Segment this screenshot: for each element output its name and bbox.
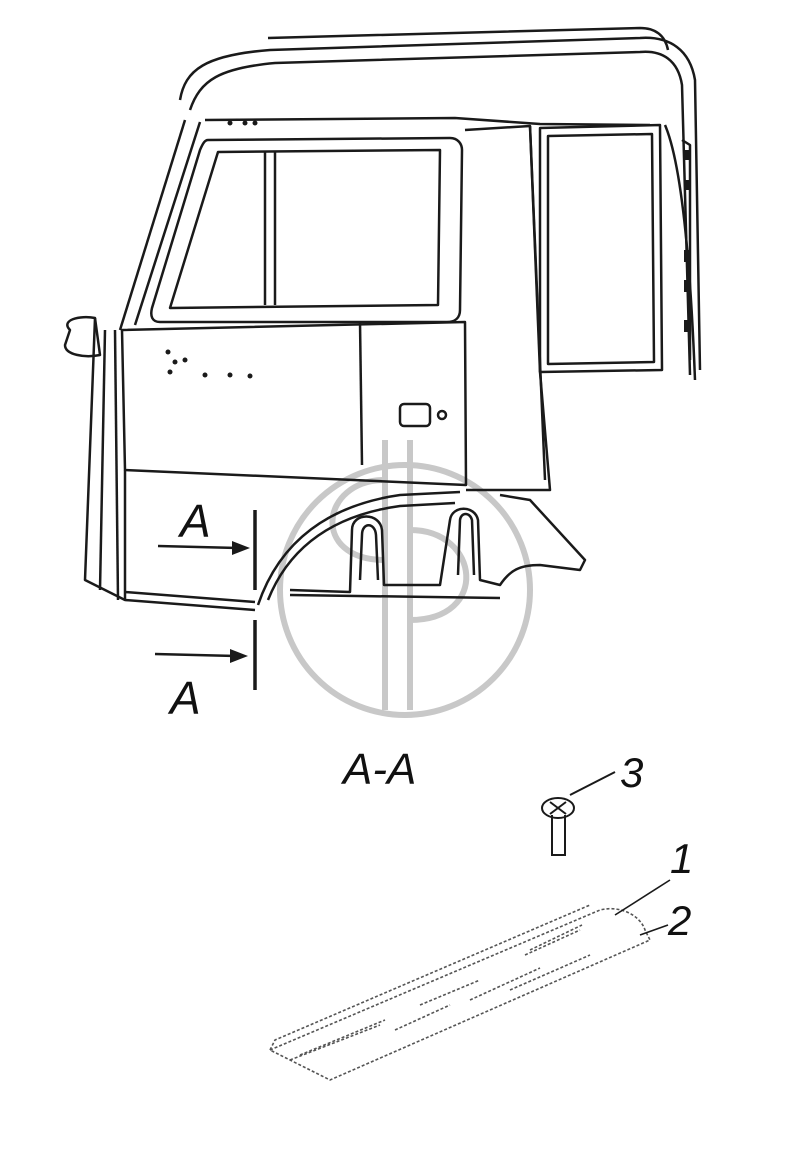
section-marker-label-top: A: [180, 495, 211, 547]
section-marker-label-bottom: A: [170, 672, 201, 724]
section-marker-arrows: [154, 510, 257, 690]
callout-3: 3: [620, 749, 644, 796]
callout-1: 1: [670, 835, 694, 882]
watermark-logo: [277, 440, 533, 718]
bolt-part: [541, 771, 616, 856]
section-title: A-A: [343, 745, 417, 794]
callout-2: 2: [668, 897, 692, 944]
truck-cab: [63, 26, 702, 612]
step-plate-part: [268, 879, 671, 1081]
